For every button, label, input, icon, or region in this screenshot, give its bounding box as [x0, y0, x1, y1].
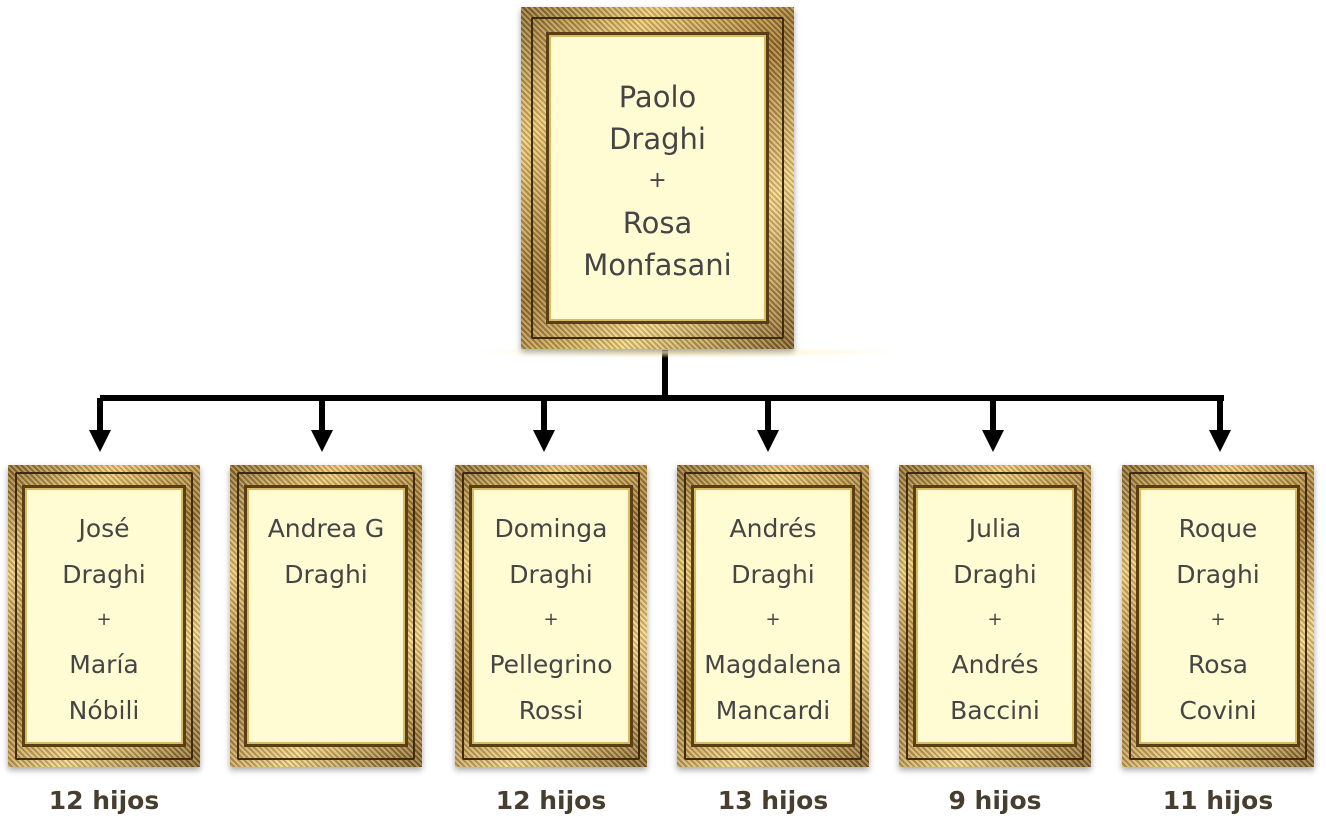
child-first-name: Julia [968, 514, 1022, 543]
child-first-name: José [78, 514, 130, 543]
spouse-surname: Nóbili [68, 696, 140, 725]
root-spouse-surname: Monfasani [583, 248, 732, 282]
child-mat: Julia Draghi + Andrés Baccini [913, 485, 1077, 747]
child-mat: José Draghi + María Nóbili [22, 485, 186, 747]
child-frame-andres: Andrés Draghi + Magdalena Mancardi [677, 465, 869, 767]
child-plus-sign: + [543, 609, 559, 630]
frame-glow [460, 346, 912, 358]
child-surname: Draghi [1176, 560, 1260, 589]
root-couple-mat: Paolo Draghi + Rosa Monfasani [546, 32, 769, 324]
child-plus-sign: + [765, 609, 781, 630]
child-mat: Dominga Draghi + Pellegrino Rossi [469, 485, 633, 747]
child-surname: Draghi [284, 560, 368, 589]
children-count-jose: 12 hijos [48, 786, 160, 815]
child-plus-sign: + [96, 609, 112, 630]
child-first-name: Andrea G [267, 514, 385, 543]
spouse-surname: Rossi [518, 696, 584, 725]
child-plus-sign: + [1210, 609, 1226, 630]
child-surname: Draghi [953, 560, 1037, 589]
child-surname: Draghi [731, 560, 815, 589]
spouse-first-name: Rosa [1188, 650, 1248, 679]
child-frame-dominga: Dominga Draghi + Pellegrino Rossi [455, 465, 647, 767]
root-couple-frame: Paolo Draghi + Rosa Monfasani [521, 7, 794, 349]
child-first-name: Andrés [729, 514, 817, 543]
child-mat: Roque Draghi + Rosa Covini [1136, 485, 1300, 747]
child-mat: Andrés Draghi + Magdalena Mancardi [691, 485, 855, 747]
arrowhead-2 [311, 430, 333, 452]
child-frame-jose: José Draghi + María Nóbili [8, 465, 200, 767]
arrowhead-5 [982, 430, 1004, 452]
child-surname: Draghi [62, 560, 146, 589]
arrowhead-6 [1209, 430, 1231, 452]
arrowhead-1 [89, 430, 111, 452]
root-surname: Draghi [609, 122, 706, 156]
root-plus-sign: + [648, 168, 667, 193]
spouse-surname: Covini [1179, 696, 1257, 725]
children-count-dominga: 12 hijos [495, 786, 607, 815]
spouse-surname: Baccini [950, 696, 1040, 725]
spouse-first-name: María [69, 650, 139, 679]
arrowhead-4 [757, 430, 779, 452]
child-frame-roque: Roque Draghi + Rosa Covini [1122, 465, 1314, 767]
children-count-andres: 13 hijos [717, 786, 829, 815]
drop-arrows [89, 398, 1231, 452]
child-first-name: Roque [1178, 514, 1258, 543]
arrowhead-3 [533, 430, 555, 452]
child-mat: Andrea G Draghi [244, 485, 408, 747]
child-plus-sign: + [987, 609, 1003, 630]
spouse-surname: Mancardi [715, 696, 831, 725]
child-frame-julia: Julia Draghi + Andrés Baccini [899, 465, 1091, 767]
child-first-name: Dominga [494, 514, 608, 543]
spouse-first-name: Andrés [951, 650, 1039, 679]
spouse-first-name: Pellegrino [489, 650, 613, 679]
children-count-roque: 11 hijos [1162, 786, 1274, 815]
child-frame-andrea: Andrea G Draghi [230, 465, 422, 767]
spouse-first-name: Magdalena [704, 650, 842, 679]
child-surname: Draghi [509, 560, 593, 589]
children-count-julia: 9 hijos [948, 786, 1042, 815]
root-spouse-first-name: Rosa [622, 206, 693, 240]
root-first-name: Paolo [618, 80, 697, 114]
